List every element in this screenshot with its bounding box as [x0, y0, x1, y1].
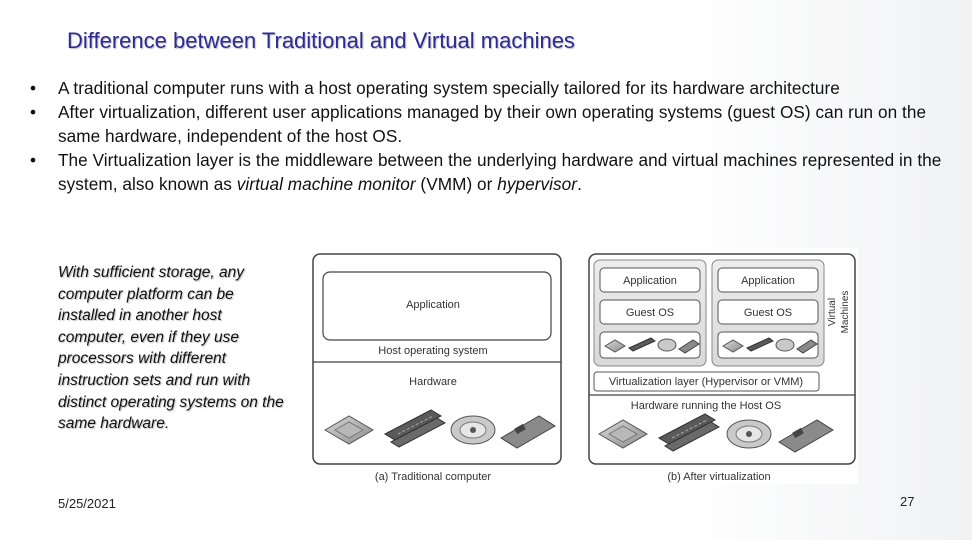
bullet-text: The Virtualization layer is the middlewa… — [58, 150, 941, 194]
application-box — [322, 271, 552, 341]
bullet-text-part: (VMM) or — [415, 174, 498, 194]
virtual-machine-2: Application Guest OS — [711, 259, 825, 367]
vm1-disk-icon — [657, 338, 677, 352]
bullet-text-part: . — [577, 174, 582, 194]
bullet-text: After virtualization, different user app… — [58, 102, 927, 146]
bullet-item: • A traditional computer runs with a hos… — [30, 76, 950, 100]
bullet-dot: • — [30, 150, 37, 170]
disk-icon — [726, 419, 772, 449]
term-hypervisor: hypervisor — [497, 174, 578, 194]
slide-date: 5/25/2021 — [58, 496, 116, 511]
bullet-item: • After virtualization, different user a… — [30, 100, 950, 148]
vm2-application-box — [717, 267, 819, 293]
slide-title: Difference between Traditional and Virtu… — [67, 28, 575, 53]
figure-diagram: Application Host operating system Hardwa… — [312, 253, 856, 483]
vm2-disk-icon — [775, 338, 795, 352]
memory-icon — [657, 413, 721, 452]
virtual-machine-1: Application Guest OS — [593, 259, 707, 367]
slide-page-number: 27 — [900, 494, 915, 509]
vm1-guest-os-label: Guest OS — [626, 307, 674, 319]
network-card-icon — [778, 419, 834, 453]
bullet-item: • The Virtualization layer is the middle… — [30, 148, 950, 196]
vm1-network-card-icon — [678, 339, 700, 354]
vm2-guest-os-label: Guest OS — [744, 307, 792, 319]
vm2-guest-os-box — [717, 299, 819, 325]
vmm-layer-box — [593, 371, 820, 392]
bullet-text-part: The Virtualization layer is the middlewa… — [58, 150, 942, 194]
vm1-application-box — [599, 267, 701, 293]
hardware-label: Hardware — [409, 376, 457, 388]
vm2-hardware-box — [717, 331, 819, 359]
bullet-dot: • — [30, 102, 37, 122]
bullet-list: • A traditional computer runs with a hos… — [30, 76, 950, 196]
virtualization-figure: Application Host operating system Hardwa… — [303, 248, 858, 484]
bullet-dot: • — [30, 78, 37, 98]
virtual-machines-label-line1: Virtual — [827, 298, 838, 326]
vm1-memory-icon — [628, 337, 656, 352]
vm1-cpu-icon — [604, 339, 626, 353]
vm2-memory-icon — [746, 337, 774, 352]
vm2-cpu-icon — [722, 339, 744, 353]
side-note: With sufficient storage, any computer pl… — [58, 264, 284, 433]
network-card-icon — [500, 415, 556, 449]
vm2-network-card-icon — [796, 339, 818, 354]
memory-icon — [383, 409, 447, 448]
cpu-icon — [598, 419, 648, 449]
traditional-computer-panel: Application Host operating system Hardwa… — [312, 253, 562, 465]
vm1-application-label: Application — [623, 275, 677, 287]
cpu-icon — [324, 415, 374, 445]
traditional-caption: (a) Traditional computer — [375, 471, 491, 483]
term-vmm: virtual machine monitor — [236, 174, 416, 194]
vm1-hardware-box — [599, 331, 701, 359]
vmm-layer-label: Virtualization layer (Hypervisor or VMM) — [609, 376, 803, 388]
virtualized-caption: (b) After virtualization — [667, 471, 770, 483]
disk-icon — [450, 415, 496, 445]
application-label: Application — [406, 299, 460, 311]
virtualized-panel: Application Guest OS Application Guest O… — [588, 253, 856, 465]
host-os-label: Host operating system — [378, 345, 487, 357]
virtual-machines-label-line2: Machines — [840, 291, 851, 334]
vm1-guest-os-box — [599, 299, 701, 325]
vm2-application-label: Application — [741, 275, 795, 287]
bullet-text: A traditional computer runs with a host … — [58, 78, 840, 98]
host-hardware-label: Hardware running the Host OS — [631, 400, 781, 412]
